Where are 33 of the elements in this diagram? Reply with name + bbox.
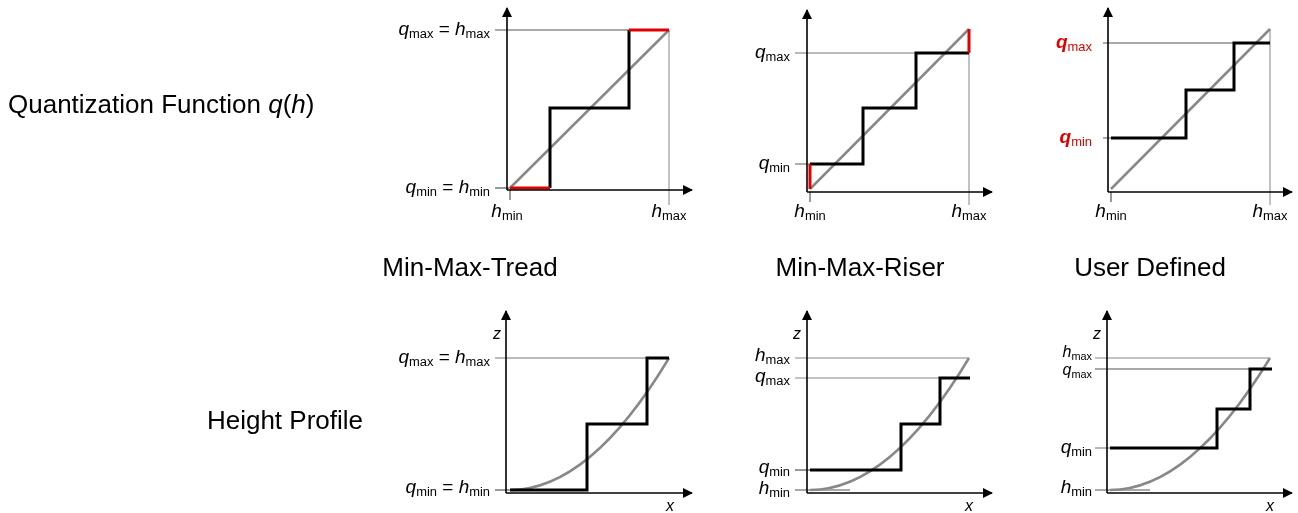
axis-label: x	[965, 498, 973, 513]
axis-tick-label: q$_{min}$	[758, 152, 790, 176]
column-title: User Defined	[1074, 254, 1226, 280]
axis-tick-label: q$_{max}$ = h$_{max}$	[398, 18, 490, 42]
axis-label: z	[1093, 326, 1101, 342]
axis-tick-label: q$_{min}$	[758, 456, 790, 480]
axis-tick-label: q$_{min}$ = h$_{min}$	[405, 176, 490, 200]
axis-tick-label: q$_{max}$	[1056, 31, 1092, 55]
axis-label: x	[1266, 498, 1274, 513]
axis-tick-label: q$_{min}$ = h$_{min}$	[405, 476, 490, 500]
axis-tick-label: h$_{max}$	[755, 344, 790, 368]
axis-tick-label: h$_{max}$	[651, 200, 687, 224]
axis-tick-label: h$_{max}$	[1062, 344, 1092, 362]
axis-tick-label: h$_{min}$	[491, 200, 523, 224]
axis-label: z	[493, 326, 501, 342]
axis-label: z	[793, 326, 801, 342]
axis-tick-label: h$_{max}$	[1252, 200, 1288, 224]
axis-tick-label: q$_{max}$ = h$_{max}$	[398, 346, 490, 370]
column-title: Min-Max-Riser	[775, 254, 945, 280]
axis-tick-label: h$_{min}$	[1095, 200, 1127, 224]
row-label: Quantization Function q(h)	[8, 91, 315, 117]
axis-tick-label: q$_{min}$	[1060, 436, 1092, 460]
axis-tick-label: h$_{min}$	[1060, 476, 1092, 500]
axis-tick-label: q$_{max}$	[755, 365, 790, 389]
axis-tick-label: q$_{min}$	[1059, 126, 1092, 150]
axis-tick-label: q$_{max}$	[1062, 362, 1092, 380]
axis-label: x	[666, 498, 674, 513]
axis-tick-label: h$_{max}$	[951, 200, 987, 224]
axis-tick-label: h$_{min}$	[758, 477, 790, 501]
row-label: Height Profile	[206, 407, 363, 433]
axis-tick-label: q$_{max}$	[755, 41, 790, 65]
column-title: Min-Max-Tread	[382, 254, 558, 280]
axis-tick-label: h$_{min}$	[794, 200, 826, 224]
